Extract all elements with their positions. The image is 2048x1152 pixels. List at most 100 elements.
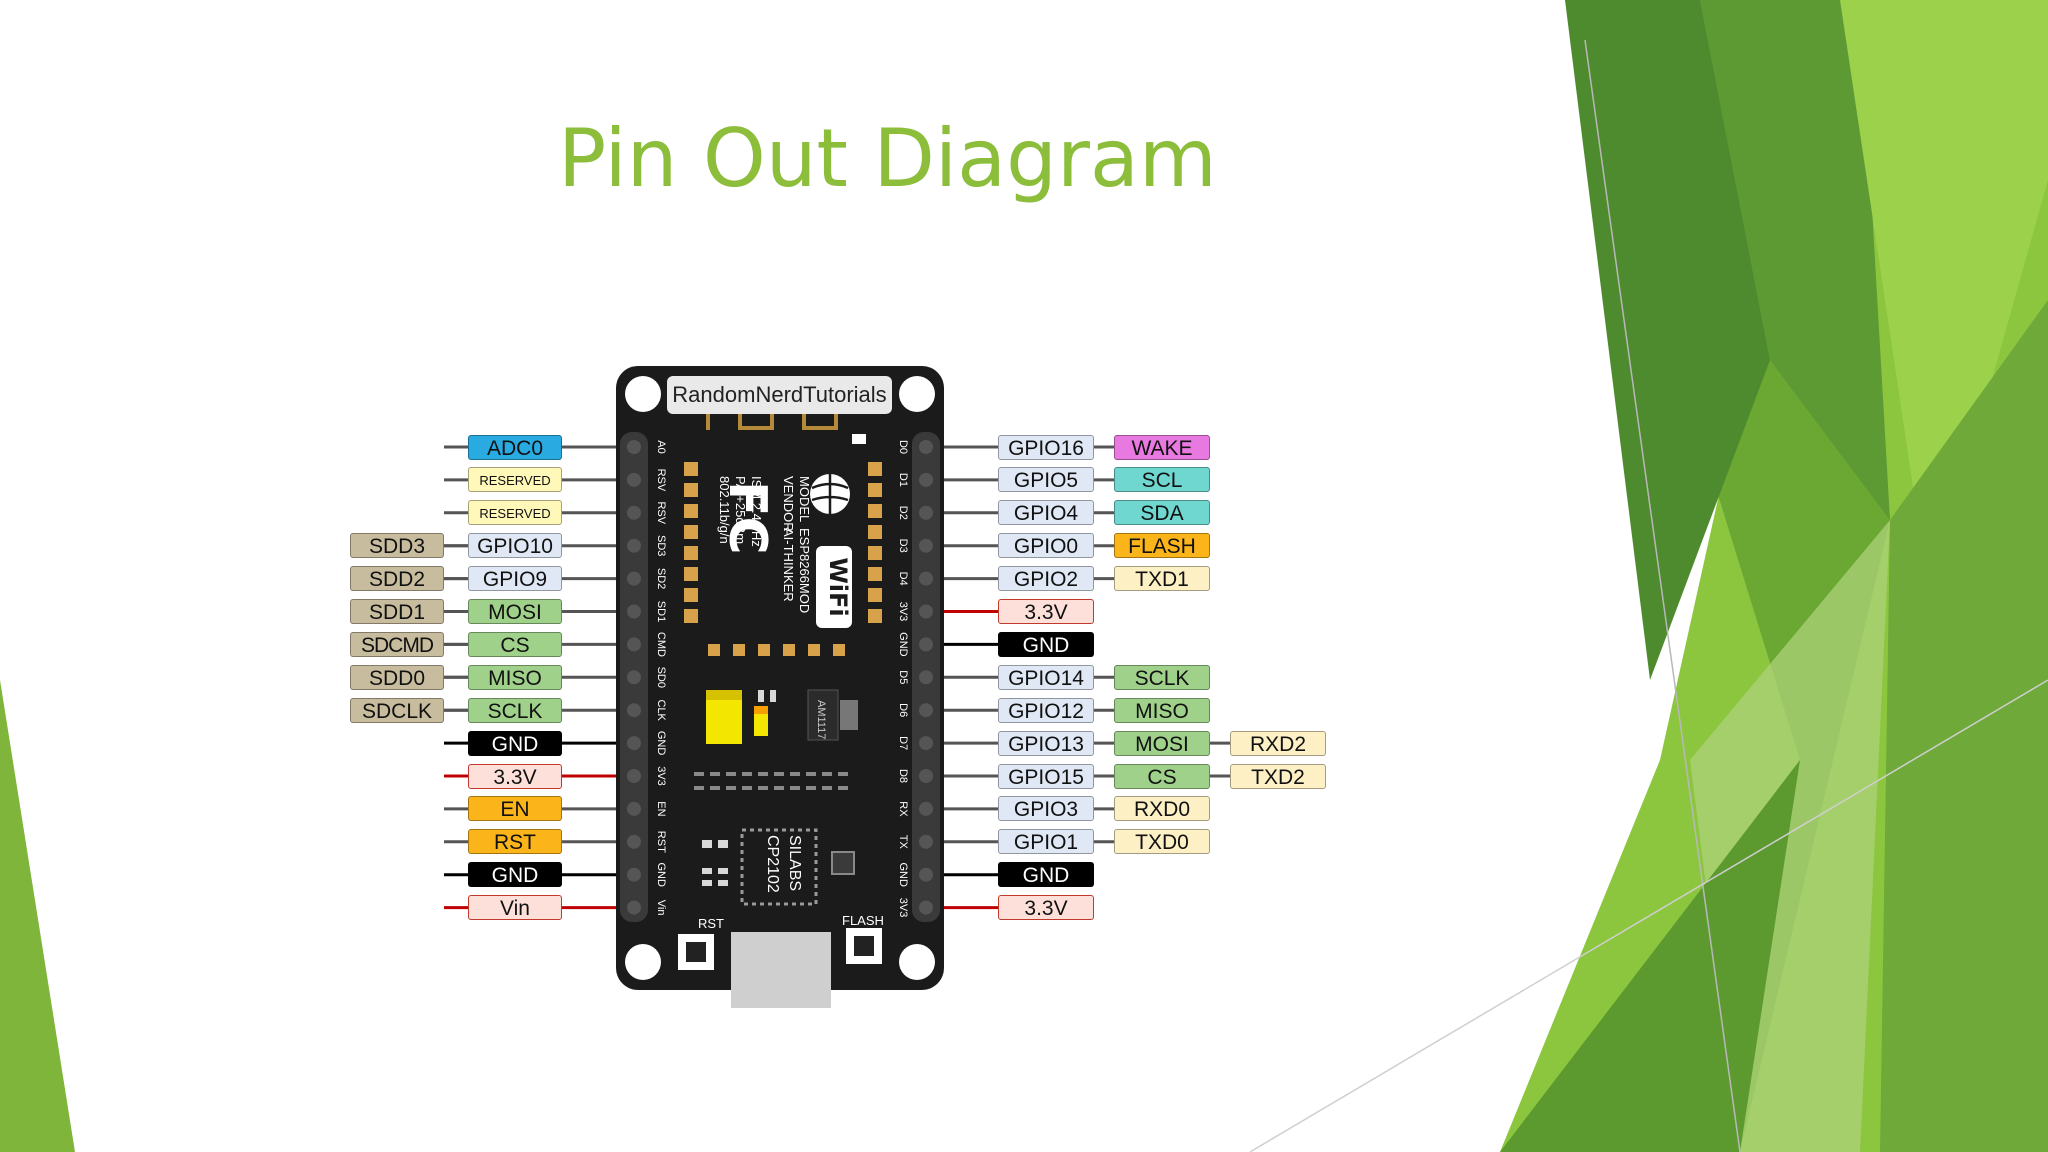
header-pin-label: RSV bbox=[655, 469, 667, 492]
pin-label: GPIO16 bbox=[998, 434, 1094, 460]
wifi-logo bbox=[816, 546, 852, 628]
header-pin bbox=[627, 769, 641, 783]
pin-label: 3.3V bbox=[998, 599, 1094, 624]
header-pin bbox=[627, 571, 641, 586]
header-pin-label: TX bbox=[897, 835, 909, 850]
header-pin-label: SD1 bbox=[655, 601, 667, 622]
pin-label: GPIO1 bbox=[998, 829, 1094, 855]
header-pin-label: 3V3 bbox=[897, 898, 909, 918]
module-pad bbox=[868, 546, 882, 560]
header-pin bbox=[919, 867, 933, 882]
pin-label: SDD1 bbox=[350, 599, 444, 624]
header-pin-label: GND bbox=[655, 731, 667, 756]
pin-label: CS bbox=[1114, 763, 1210, 789]
header-pin-label: SD3 bbox=[655, 535, 667, 556]
module-pad bbox=[868, 609, 882, 623]
header-pin-label: D8 bbox=[897, 769, 909, 783]
pin-label: WAKE bbox=[1114, 434, 1210, 460]
header-pin bbox=[919, 538, 933, 553]
module-pad bbox=[868, 462, 882, 476]
mount-hole bbox=[899, 944, 935, 980]
pin-label: SDA bbox=[1114, 500, 1210, 526]
pin-label: TXD0 bbox=[1114, 829, 1210, 855]
module-pad bbox=[868, 588, 882, 602]
pin-label: GND bbox=[998, 862, 1094, 888]
module-pad bbox=[684, 546, 698, 560]
brand-label: RandomNerdTutorials bbox=[667, 376, 892, 414]
chip-label: CP2102 bbox=[764, 835, 781, 893]
pin-label: Vin bbox=[468, 895, 562, 921]
header-pin-label: D1 bbox=[897, 473, 909, 487]
header-pin bbox=[627, 703, 641, 718]
module-pad bbox=[684, 483, 698, 497]
header-pin bbox=[627, 505, 641, 520]
header-pin bbox=[919, 604, 933, 619]
tantalum-capacitor bbox=[706, 694, 742, 744]
header-pin bbox=[919, 834, 933, 849]
module-text: PA +25dBm bbox=[733, 476, 748, 544]
header-pin-label: D7 bbox=[897, 736, 909, 750]
header-pin bbox=[627, 801, 641, 816]
module-text: ESP8266MOD bbox=[797, 528, 812, 613]
module-pad bbox=[868, 504, 882, 518]
pin-label: GND bbox=[998, 631, 1094, 657]
header-pin-label: SD0 bbox=[655, 667, 667, 688]
usb-uart-chip bbox=[740, 828, 818, 906]
pin-label: RESERVED bbox=[468, 500, 562, 526]
pin-label: GND bbox=[468, 862, 562, 888]
header-pin bbox=[919, 571, 933, 586]
pin-label: GPIO3 bbox=[998, 796, 1094, 822]
header-pin-label: D2 bbox=[897, 506, 909, 520]
pin-label: RST bbox=[468, 829, 562, 855]
pin-label: SDCMD bbox=[350, 631, 444, 657]
module-text: AI-THINKER bbox=[781, 528, 796, 602]
header-pin bbox=[627, 900, 641, 915]
flash-button-label: FLASH bbox=[842, 913, 884, 928]
capacitor bbox=[754, 712, 768, 736]
header-pin bbox=[919, 736, 933, 751]
pin-label: 3.3V bbox=[998, 895, 1094, 921]
header-pin-label: RST bbox=[655, 831, 667, 853]
header-pin bbox=[919, 472, 933, 487]
module-text: ISM 2.4GHz bbox=[749, 476, 764, 547]
header-pin bbox=[627, 472, 641, 487]
pin-label: SDD2 bbox=[350, 566, 444, 592]
pin-label: 3.3V bbox=[468, 763, 562, 789]
usb-connector bbox=[731, 932, 831, 1008]
pin-label: FLASH bbox=[1114, 533, 1210, 559]
header-pin-label: 3V3 bbox=[655, 766, 667, 786]
pin-label: EN bbox=[468, 796, 562, 822]
pin-label: RESERVED bbox=[468, 467, 562, 493]
pin-label: GPIO5 bbox=[998, 467, 1094, 493]
pin-label: MOSI bbox=[1114, 730, 1210, 756]
header-pin bbox=[919, 670, 933, 685]
header-pin bbox=[627, 440, 641, 454]
pin-label: SDCLK bbox=[350, 697, 444, 723]
pin-label: ADC0 bbox=[468, 434, 562, 460]
pin-label: SDD0 bbox=[350, 664, 444, 690]
pin-label: GPIO4 bbox=[998, 500, 1094, 526]
header-pin-label: EN bbox=[655, 801, 667, 816]
header-pin bbox=[627, 637, 641, 652]
module-text: MODEL bbox=[797, 476, 812, 522]
mount-hole bbox=[899, 376, 935, 412]
header-pin bbox=[627, 736, 641, 751]
pin-label: GPIO9 bbox=[468, 566, 562, 592]
header-pin-label: SD2 bbox=[655, 568, 667, 589]
pin-label: SDD3 bbox=[350, 533, 444, 559]
module-pad bbox=[808, 644, 820, 656]
header-pin-label: D4 bbox=[897, 572, 909, 586]
pin-label: TXD2 bbox=[1230, 763, 1326, 789]
chip-label: SILABS bbox=[786, 835, 803, 891]
pin-label: MOSI bbox=[468, 599, 562, 624]
pin-label: GND bbox=[468, 730, 562, 756]
fc-logo: FC bbox=[717, 481, 777, 555]
led bbox=[852, 434, 866, 444]
header-pin-label: GND bbox=[897, 862, 909, 887]
mount-hole bbox=[625, 376, 661, 412]
pin-label: GPIO12 bbox=[998, 697, 1094, 723]
header-pin bbox=[627, 867, 641, 882]
header-pin bbox=[627, 834, 641, 849]
module-pad bbox=[868, 483, 882, 497]
